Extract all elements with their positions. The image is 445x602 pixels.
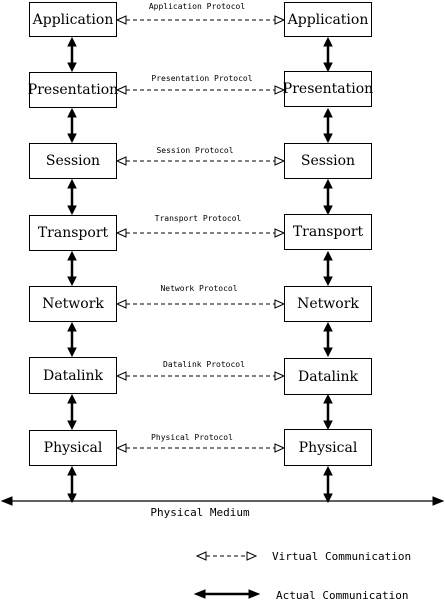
actual-arrow-head-up-right-0 [323, 36, 333, 47]
protocol-label-network: Network Protocol [160, 284, 238, 293]
actual-arrow-head-down-left-4 [67, 347, 77, 358]
left-layer-session: Session [29, 143, 117, 179]
virtual-arrow-head-right-transport [274, 228, 286, 238]
left-layer-datalink: Datalink [29, 357, 117, 394]
virtual-arrow-head-left-transport [115, 228, 127, 238]
actual-arrow-head-up-left-2 [67, 178, 77, 189]
actual-arrow-head-up-right-4 [323, 321, 333, 332]
physical-medium-head-left [0, 496, 13, 506]
actual-arrow-head-down-right-5 [323, 420, 333, 431]
right-layer-session: Session [284, 143, 372, 179]
legend-actual-head-right [248, 589, 261, 599]
left-layer-presentation: Presentation [28, 72, 118, 108]
legend-virtual-label: Virtual Communication [272, 550, 412, 563]
left-layer-network: Network [29, 286, 117, 322]
virtual-arrow-head-left-presentation [115, 85, 127, 95]
actual-arrow-head-up-left-0 [67, 36, 77, 47]
right-layer-network: Network [284, 286, 372, 322]
legend-actual-head-left [193, 589, 206, 599]
actual-arrow-head-up-left-6 [67, 465, 77, 476]
left-layer-application: Application [29, 2, 117, 37]
actual-arrow-head-down-right-3 [323, 276, 333, 287]
actual-arrow-head-down-left-1 [67, 133, 77, 144]
virtual-arrow-head-right-datalink [274, 371, 286, 381]
actual-arrow-head-up-right-3 [323, 250, 333, 261]
actual-arrow-head-up-left-1 [67, 107, 77, 118]
virtual-arrow-head-left-session [115, 156, 127, 166]
left-layer-physical: Physical [29, 430, 117, 466]
actual-arrow-head-down-right-6 [323, 493, 333, 504]
actual-arrow-head-up-right-2 [323, 178, 333, 189]
actual-arrow-head-up-left-5 [67, 393, 77, 404]
legend-virtual-head-right [246, 551, 258, 561]
virtual-arrow-head-right-presentation [274, 85, 286, 95]
virtual-arrow-head-right-network [274, 299, 286, 309]
physical-medium-head-right [432, 496, 445, 506]
right-layer-application: Application [284, 2, 372, 37]
actual-arrow-head-down-left-0 [67, 62, 77, 73]
actual-arrow-head-up-right-6 [323, 465, 333, 476]
actual-arrow-head-down-right-0 [323, 62, 333, 73]
protocol-label-session: Session Protocol [156, 146, 234, 155]
protocol-label-presentation: Presentation Protocol [151, 74, 253, 83]
right-layer-datalink: Datalink [284, 358, 372, 395]
right-layer-presentation: Presentation [283, 71, 373, 107]
actual-arrow-head-down-left-2 [67, 205, 77, 216]
actual-arrow-head-up-right-1 [323, 107, 333, 118]
virtual-arrow-head-right-physical [274, 443, 286, 453]
actual-arrow-head-down-left-3 [67, 276, 77, 287]
protocol-label-application: Application Protocol [148, 2, 246, 11]
virtual-arrow-head-left-application [115, 15, 127, 25]
actual-arrow-head-down-right-2 [323, 205, 333, 216]
protocol-label-datalink: Datalink Protocol [163, 360, 245, 369]
actual-arrow-head-down-right-4 [323, 347, 333, 358]
virtual-arrow-head-left-datalink [115, 371, 127, 381]
actual-arrow-head-down-left-5 [67, 420, 77, 431]
physical-medium-label: Physical Medium [150, 506, 250, 519]
right-layer-physical: Physical [284, 429, 372, 466]
actual-arrow-head-down-left-6 [67, 493, 77, 504]
virtual-arrow-head-left-network [115, 299, 127, 309]
right-layer-transport: Transport [284, 214, 372, 250]
actual-arrow-head-up-left-3 [67, 250, 77, 261]
actual-arrow-head-up-left-4 [67, 321, 77, 332]
virtual-arrow-head-left-physical [115, 443, 127, 453]
legend-virtual-head-left [195, 551, 207, 561]
protocol-label-transport: Transport Protocol [154, 214, 242, 223]
virtual-arrow-head-right-application [274, 15, 286, 25]
actual-arrow-head-up-right-5 [323, 393, 333, 404]
virtual-arrow-head-right-session [274, 156, 286, 166]
left-layer-transport: Transport [29, 215, 117, 251]
protocol-label-physical: Physical Protocol [151, 433, 233, 442]
legend-actual-label: Actual Communication [276, 589, 409, 602]
actual-arrow-head-down-right-1 [323, 133, 333, 144]
